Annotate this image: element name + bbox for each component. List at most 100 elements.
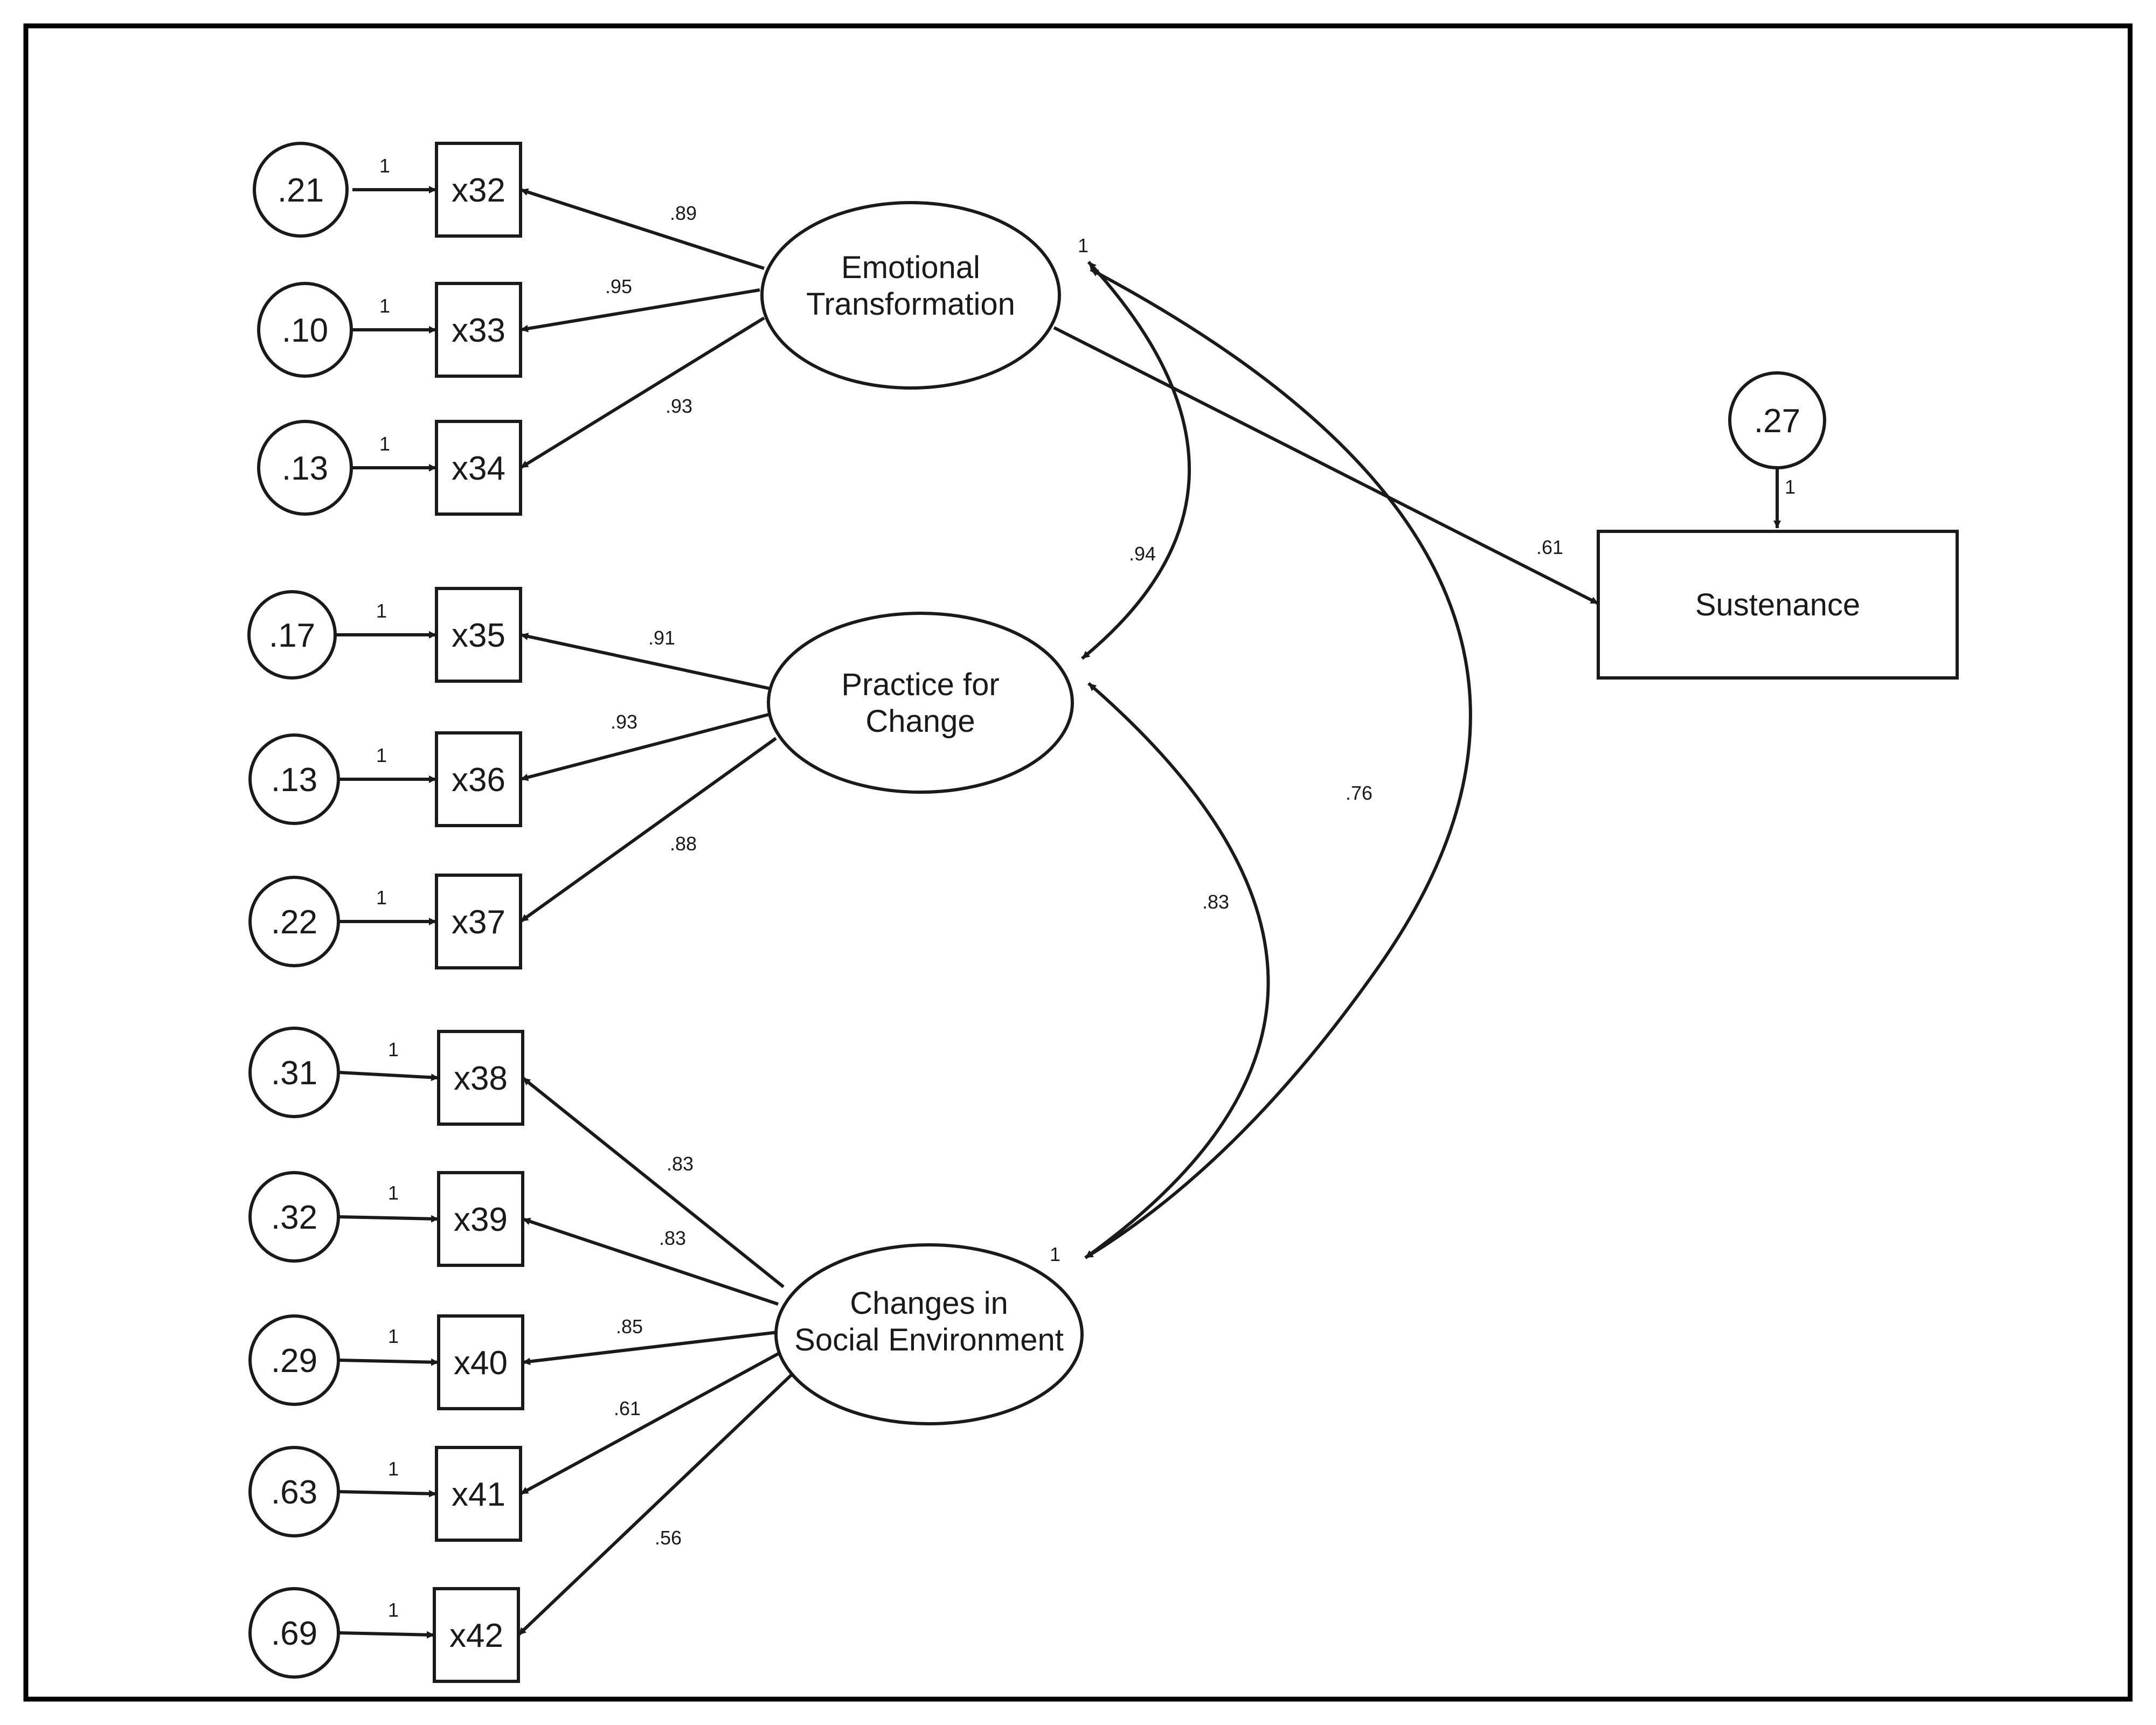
indicator-label: x42 xyxy=(449,1617,503,1654)
indicator-x33: x33 xyxy=(435,282,522,378)
factor-ellipse xyxy=(774,1243,1084,1425)
factor-practice-for-change: Practice for Change xyxy=(767,612,1074,794)
error-circle xyxy=(248,1314,340,1406)
error-circle xyxy=(1728,371,1826,469)
error-weight-x39: 1 xyxy=(388,1182,399,1204)
factor-label-line-1: Changes in xyxy=(850,1286,1008,1321)
error-label: .10 xyxy=(282,312,328,349)
indicator-x35: x35 xyxy=(435,587,522,683)
error-x37: .22 xyxy=(248,876,340,967)
loading-label-x40: .85 xyxy=(616,1315,643,1338)
indicator-label: x39 xyxy=(454,1201,508,1238)
indicator-box xyxy=(435,731,522,827)
loading-path-x35 xyxy=(520,633,771,690)
factor-ellipse xyxy=(760,201,1061,390)
correlation-paths xyxy=(1081,260,1472,1259)
error-label: .63 xyxy=(271,1474,317,1511)
error-label: .17 xyxy=(269,617,315,654)
error-circle xyxy=(248,1587,340,1679)
loading-label-x36: .93 xyxy=(611,711,637,733)
loading-path-x32 xyxy=(520,188,765,270)
indicator-label: x36 xyxy=(452,761,505,799)
error-weight-sustenance: 1 xyxy=(1785,476,1795,498)
loading-path-x42 xyxy=(517,1373,794,1637)
loading-path-x37 xyxy=(519,737,777,923)
indicators: x32 x33 x34 x35 x36 x37 x38 x39 xyxy=(433,142,524,1683)
error-x34: .13 xyxy=(257,420,353,516)
indicator-x32: x32 xyxy=(435,142,522,238)
error-x39: .32 xyxy=(248,1171,340,1263)
loading-path-x38 xyxy=(522,1076,785,1288)
indicator-x41: x41 xyxy=(435,1446,522,1542)
loading-label-x34: .93 xyxy=(665,395,692,417)
indicator-box xyxy=(435,282,522,378)
error-terms: .21 .10 .13 .17 .13 .22 .31 .32 xyxy=(247,142,1826,1679)
loading-path-x39 xyxy=(522,1217,779,1306)
regression-label: .61 xyxy=(1536,536,1563,558)
error-weight-x42: 1 xyxy=(388,1599,399,1621)
indicator-label: x35 xyxy=(452,617,505,654)
error-circle xyxy=(257,420,353,516)
loading-label-x38: .83 xyxy=(667,1153,694,1175)
loading-path-x40 xyxy=(522,1331,779,1366)
error-path-x40 xyxy=(338,1358,439,1366)
loading-path-x34 xyxy=(519,316,765,469)
error-label: .32 xyxy=(271,1199,317,1236)
error-x33: .10 xyxy=(257,282,353,378)
error-circle xyxy=(247,590,337,680)
indicator-box xyxy=(433,1587,520,1683)
factor-variance-emotional: 1 xyxy=(1078,234,1089,257)
error-weight-x35: 1 xyxy=(376,600,387,622)
error-path-x39 xyxy=(338,1215,439,1223)
error-path-x42 xyxy=(338,1631,435,1639)
indicator-box xyxy=(437,1171,524,1267)
regression-path xyxy=(1053,326,1599,605)
error-weight-x41: 1 xyxy=(388,1458,399,1480)
error-circle xyxy=(257,282,353,378)
factor-label-line-2: Social Environment xyxy=(794,1322,1064,1357)
error-x35: .17 xyxy=(247,590,337,680)
factor-label-line-1: Practice for xyxy=(841,667,999,702)
error-weight-x36: 1 xyxy=(376,744,387,766)
error-x32: .21 xyxy=(253,142,349,238)
indicator-box xyxy=(437,1030,524,1126)
loading-labels: .89 .95 .93 .91 .93 .88 .83 .83 .85 .61 … xyxy=(605,202,697,1549)
diagram-frame xyxy=(23,23,2133,1702)
loading-label-x33: .95 xyxy=(605,275,632,297)
error-weight-x32: 1 xyxy=(379,155,390,177)
factor-emotional-transformation: Emotional Transformation xyxy=(760,201,1061,390)
loading-label-x35: .91 xyxy=(648,627,675,649)
error-sustenance: .27 xyxy=(1728,371,1826,469)
indicator-box xyxy=(435,874,522,969)
outcome-label: Sustenance xyxy=(1695,587,1860,622)
loading-label-x42: .56 xyxy=(655,1527,682,1549)
error-label: .69 xyxy=(271,1615,317,1652)
indicator-x37: x37 xyxy=(435,874,522,969)
error-label: .13 xyxy=(282,450,328,487)
indicator-box xyxy=(437,1314,524,1410)
error-x36: .13 xyxy=(248,733,340,825)
factor-label-line-2: Change xyxy=(865,704,975,739)
error-path-x41 xyxy=(338,1490,437,1498)
factor-ellipse xyxy=(767,612,1074,794)
factor-variance-social: 1 xyxy=(1050,1243,1060,1265)
error-label: .31 xyxy=(271,1055,317,1092)
loading-path-x33 xyxy=(520,288,760,332)
indicator-x42: x42 xyxy=(433,1587,520,1683)
loading-paths xyxy=(517,188,794,1637)
error-x38: .31 xyxy=(248,1027,340,1118)
error-paths xyxy=(334,186,1781,1639)
error-label: .21 xyxy=(278,172,324,209)
indicator-x39: x39 xyxy=(437,1171,524,1267)
error-circle xyxy=(248,1027,340,1118)
loading-path-x41 xyxy=(519,1351,781,1495)
factor-label-line-1: Emotional xyxy=(841,250,980,285)
indicator-label: x34 xyxy=(452,450,505,487)
error-circle xyxy=(253,142,349,238)
error-weight-x34: 1 xyxy=(379,433,390,455)
error-weight-x38: 1 xyxy=(388,1038,399,1061)
error-path-x38 xyxy=(338,1071,439,1082)
indicator-label: x37 xyxy=(452,904,505,941)
correlation-path-practice-social xyxy=(1084,682,1270,1259)
